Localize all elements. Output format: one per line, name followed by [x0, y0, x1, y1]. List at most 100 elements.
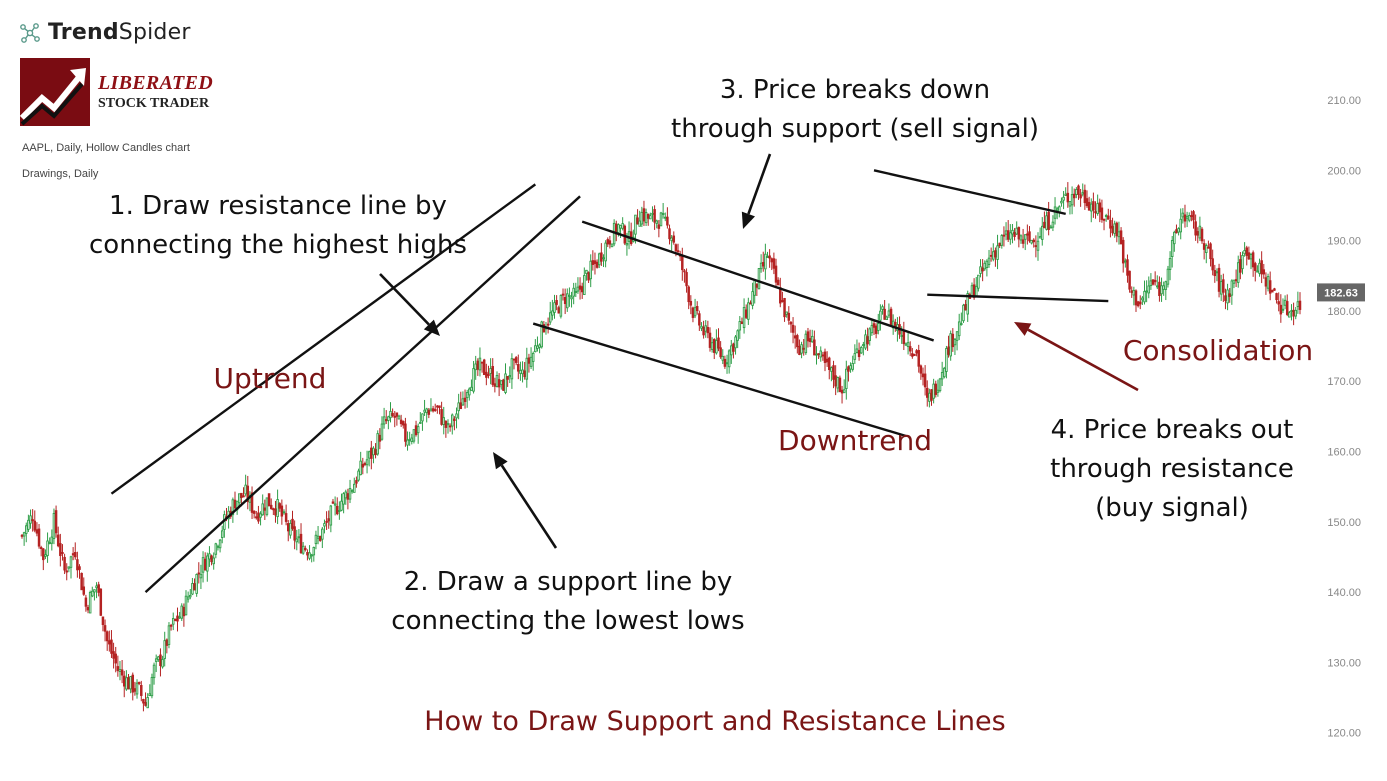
candle	[410, 433, 414, 445]
candle	[1119, 227, 1123, 245]
candle	[438, 405, 441, 415]
candle	[137, 681, 141, 686]
candle	[231, 497, 235, 523]
candle	[872, 319, 876, 335]
candle	[429, 398, 433, 412]
candle	[891, 314, 895, 335]
candle	[874, 323, 878, 339]
candle	[591, 250, 595, 271]
candle	[482, 358, 486, 376]
candle	[35, 522, 39, 537]
candle	[142, 698, 145, 712]
candle	[979, 259, 982, 278]
candle	[233, 491, 237, 509]
trendspider-brand: TrendSpider	[18, 20, 191, 45]
y-tick-label: 120.00	[1327, 728, 1361, 740]
candle	[589, 254, 592, 288]
candle	[433, 403, 437, 412]
candle	[759, 254, 763, 273]
candle	[789, 320, 793, 333]
rising-arrow-icon	[20, 58, 90, 126]
candle	[148, 684, 152, 697]
candle	[1230, 279, 1234, 305]
candle	[1196, 227, 1200, 244]
candle	[133, 681, 137, 696]
candle	[1100, 199, 1104, 223]
candle	[118, 661, 122, 681]
candle	[425, 407, 428, 423]
candle	[1190, 210, 1193, 222]
candle	[806, 327, 810, 348]
candle	[819, 346, 823, 362]
support-uptrend-line	[144, 195, 581, 593]
candle	[299, 523, 303, 554]
y-tick-label: 200.00	[1327, 165, 1361, 177]
candle	[781, 291, 784, 303]
candle	[1090, 198, 1093, 223]
candle	[122, 670, 126, 698]
candle	[730, 339, 733, 364]
candle	[983, 260, 987, 271]
candle	[242, 487, 245, 498]
candle	[536, 336, 539, 352]
candle	[1177, 227, 1180, 236]
candle	[627, 221, 631, 250]
candle	[33, 510, 37, 533]
candle	[830, 366, 833, 382]
candle	[414, 420, 418, 437]
candle	[1202, 239, 1206, 260]
candle	[974, 276, 978, 297]
candle	[1047, 201, 1050, 236]
candle	[1281, 298, 1285, 314]
candle	[1192, 209, 1195, 229]
resistance-downtrend-line	[581, 220, 935, 342]
candle	[191, 577, 194, 596]
chart-description: AAPL, Daily, Hollow Candles chart	[22, 142, 190, 154]
candle	[308, 545, 311, 561]
candle	[295, 529, 299, 551]
candle	[310, 553, 313, 563]
annotation-downtrend: Downtrend	[778, 424, 932, 457]
candle	[1285, 294, 1289, 317]
candle	[135, 679, 139, 699]
candle	[263, 499, 267, 520]
candle	[463, 389, 467, 409]
candle	[1217, 263, 1221, 298]
candle	[76, 551, 79, 578]
candle	[1030, 239, 1033, 245]
candle	[129, 676, 132, 694]
candle	[987, 249, 991, 268]
candle	[1077, 184, 1080, 200]
candle	[1019, 234, 1023, 244]
candle	[342, 492, 345, 514]
candle	[742, 298, 746, 334]
candle	[1000, 234, 1004, 249]
candle	[608, 235, 612, 249]
candle	[548, 301, 552, 325]
candle	[71, 547, 75, 561]
candle	[744, 304, 748, 320]
candle	[685, 268, 688, 293]
candle	[751, 282, 754, 310]
candle	[338, 501, 341, 520]
candle	[834, 365, 837, 396]
candle	[836, 376, 840, 393]
candle	[1141, 296, 1144, 306]
candle	[949, 330, 952, 361]
candle	[504, 363, 507, 395]
candle	[1096, 194, 1099, 216]
candle	[1207, 240, 1210, 249]
candle	[1226, 283, 1229, 311]
candle	[22, 531, 26, 546]
candle	[981, 259, 984, 282]
candle	[333, 496, 337, 516]
y-tick-label: 210.00	[1327, 95, 1361, 107]
candle	[1087, 196, 1091, 211]
candle	[495, 371, 499, 388]
candle	[1254, 261, 1257, 282]
candle	[250, 486, 254, 520]
candle	[184, 590, 188, 616]
